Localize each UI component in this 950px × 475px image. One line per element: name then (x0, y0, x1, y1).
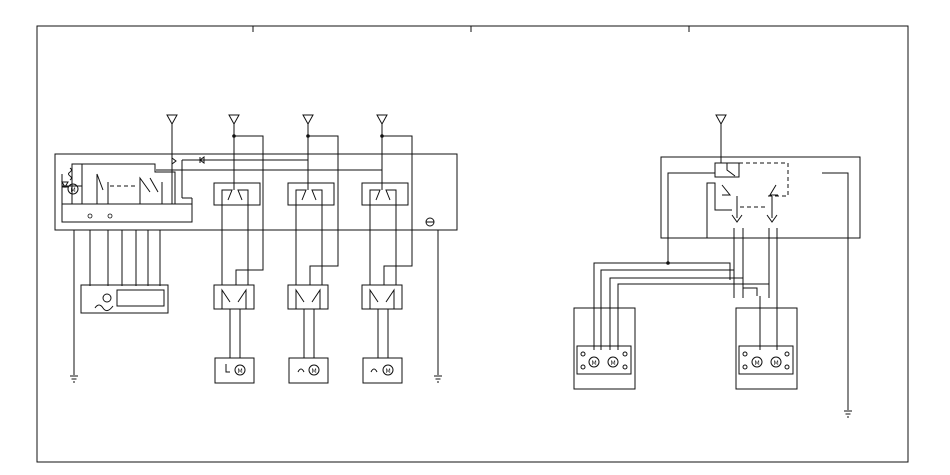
connector-block-1 (213, 284, 255, 310)
feed-wires (171, 134, 413, 285)
svg-text:M: M (774, 360, 779, 367)
module-bottom-leads (73, 230, 439, 375)
svg-text:M: M (611, 360, 616, 367)
antenna-icon (715, 114, 727, 163)
module-internal-circuit (61, 163, 176, 204)
switch-outputs (221, 205, 397, 285)
ground-icon (434, 375, 442, 383)
connector-icon (425, 217, 435, 227)
motor-box-2: M (288, 357, 329, 384)
right-device-box-1: M M (573, 307, 636, 390)
connector-block-3 (361, 284, 403, 310)
antenna-icon (228, 114, 240, 134)
svg-text:M: M (592, 360, 597, 367)
svg-text:M: M (312, 368, 317, 375)
right-device-box-2: M M (735, 307, 798, 390)
antenna-icon (166, 114, 178, 134)
inner-terminals (87, 213, 113, 219)
ground-icon (70, 375, 78, 383)
antenna-icon (376, 114, 388, 134)
drawing-frame (36, 25, 909, 463)
control-module-box (54, 153, 458, 231)
antenna-icon (302, 114, 314, 134)
right-wires (593, 228, 849, 410)
svg-text:M: M (71, 187, 76, 194)
svg-text:M: M (755, 360, 760, 367)
sub-module-box (80, 284, 169, 314)
switch-box-1 (213, 182, 261, 206)
bus-lines (156, 153, 412, 204)
svg-text:M: M (386, 368, 391, 375)
right-module-internals (667, 162, 849, 238)
ground-icon (844, 410, 852, 418)
motor-icon: M (67, 183, 79, 195)
svg-text:M: M (238, 368, 243, 375)
diode-icon (61, 181, 69, 188)
right-module-box (660, 156, 861, 239)
motor-box-3: M (362, 357, 403, 384)
switch-box-3 (361, 182, 409, 206)
relay-coil-icon (68, 167, 72, 181)
control-module-inner-box (61, 203, 193, 223)
motor-box-1: M (214, 357, 255, 384)
connector-block-2 (287, 284, 329, 310)
switch-box-2 (287, 182, 335, 206)
motor-leads (229, 309, 389, 358)
